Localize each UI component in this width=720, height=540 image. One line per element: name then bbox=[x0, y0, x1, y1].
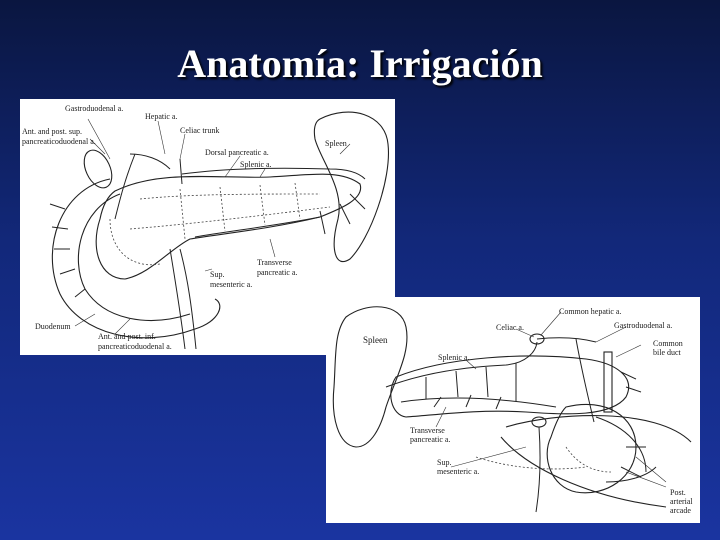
dashed-vessel-4 bbox=[219, 186, 226, 232]
label-common-hepatic: Common hepatic a. bbox=[559, 307, 621, 316]
spleen-shape bbox=[313, 111, 390, 262]
label-spleen: Spleen bbox=[325, 139, 347, 148]
label-common-bile-1: Common bbox=[653, 339, 683, 348]
label-transverse-1: Transverse bbox=[410, 426, 445, 435]
label-post-arcade-2: arterial bbox=[670, 497, 693, 506]
label-spleen: Spleen bbox=[363, 335, 388, 345]
sup-mesenteric-artery bbox=[169, 248, 186, 350]
label-celiac: Celiac a. bbox=[496, 323, 524, 332]
label-sup-mesenteric-2: mesenteric a. bbox=[437, 467, 479, 476]
branch-2 bbox=[319, 193, 366, 235]
pancreas-anterior-diagram: Gastroduodenal a. Ant. and post. sup. pa… bbox=[20, 99, 395, 355]
dashed-vessel-1 bbox=[139, 193, 321, 200]
duodenal-bulb bbox=[83, 149, 113, 189]
label-sup-mesenteric-1: Sup. bbox=[437, 458, 451, 467]
sup-mesenteric-artery bbox=[535, 426, 541, 513]
gastroduodenal-artery bbox=[114, 153, 136, 220]
slide-title: Anatomía: Irrigación bbox=[177, 41, 543, 86]
branches bbox=[425, 363, 646, 478]
label-ant-post-sup-1: Ant. and post. sup. bbox=[22, 127, 82, 136]
duodenum-curve bbox=[500, 415, 692, 508]
dashed-vessels bbox=[475, 446, 612, 473]
sup-mesenteric-artery-2 bbox=[179, 248, 197, 350]
label-hepatic: Hepatic a. bbox=[145, 112, 177, 121]
label-transverse-1: Transverse bbox=[257, 258, 292, 267]
label-splenic: Splenic a. bbox=[240, 160, 272, 169]
common-bile-duct bbox=[603, 351, 613, 413]
leader-lines bbox=[74, 118, 351, 335]
sma-origin bbox=[531, 416, 547, 428]
label-post-arcade-3: arcade bbox=[670, 506, 691, 515]
splenic-artery bbox=[385, 341, 538, 388]
label-gastroduodenal: Gastroduodenal a. bbox=[65, 104, 123, 113]
label-ant-post-inf-2: pancreaticoduodenal a. bbox=[98, 342, 172, 351]
dashed-vessel-7 bbox=[109, 218, 161, 266]
label-transverse-2: pancreatic a. bbox=[257, 268, 297, 277]
hepatic-artery bbox=[129, 153, 171, 170]
dashed-vessel-2 bbox=[129, 206, 331, 230]
duodenum-shape bbox=[51, 178, 221, 339]
label-post-arcade-1: Post. bbox=[670, 488, 686, 497]
duodenum-inner bbox=[77, 193, 191, 321]
pancreas-posterior-diagram: Common hepatic a. Gastroduodenal a. Celi… bbox=[326, 297, 700, 523]
common-hepatic-artery bbox=[536, 337, 597, 343]
dashed-vessel-3 bbox=[179, 188, 186, 240]
label-gastroduodenal: Gastroduodenal a. bbox=[614, 321, 672, 330]
label-duodenum: Duodenum bbox=[35, 322, 71, 331]
transverse-pancreatic-artery bbox=[400, 397, 557, 408]
transverse-pancreatic-artery bbox=[194, 216, 321, 238]
label-celiac-trunk: Celiac trunk bbox=[180, 126, 219, 135]
label-splenic: Splenic a. bbox=[438, 353, 470, 362]
celiac-trunk bbox=[179, 158, 183, 185]
label-sup-mesenteric-2: mesenteric a. bbox=[210, 280, 252, 289]
branch-1 bbox=[49, 203, 86, 298]
label-ant-post-inf-1: Ant. and post. inf. bbox=[98, 332, 156, 341]
label-common-bile-2: bile duct bbox=[653, 348, 682, 357]
leader-lines bbox=[435, 311, 667, 488]
gastroduodenal-artery bbox=[575, 338, 595, 423]
pancreas-anterior-drawing: Gastroduodenal a. Ant. and post. sup. pa… bbox=[22, 104, 390, 351]
label-sup-mesenteric-1: Sup. bbox=[210, 270, 224, 279]
dashed-vessel-6 bbox=[294, 182, 301, 220]
pancreas-posterior-drawing: Common hepatic a. Gastroduodenal a. Celi… bbox=[332, 306, 693, 515]
label-transverse-2: pancreatic a. bbox=[410, 435, 450, 444]
pancreas-shape bbox=[95, 173, 362, 280]
splenic-artery bbox=[181, 167, 366, 180]
pancreas-head bbox=[546, 403, 637, 494]
dashed-vessel-5 bbox=[259, 184, 266, 226]
label-dorsal-pancreatic: Dorsal pancreatic a. bbox=[205, 148, 269, 157]
label-ant-post-sup-2: pancreaticoduodenal a. bbox=[22, 137, 96, 146]
spleen-shape bbox=[332, 306, 408, 448]
